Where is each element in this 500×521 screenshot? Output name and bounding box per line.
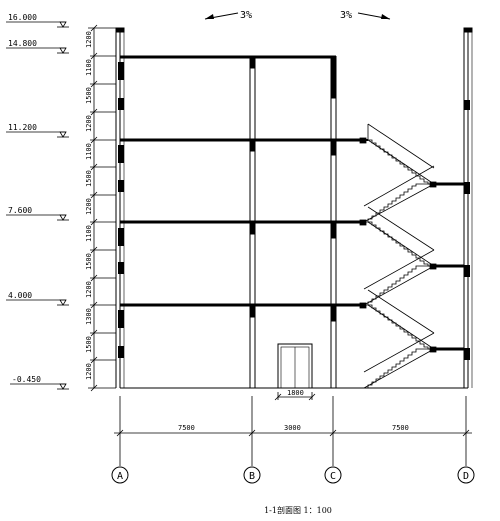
- svg-text:1200: 1200: [85, 363, 93, 380]
- door: [277, 343, 313, 389]
- svg-text:1200: 1200: [85, 31, 93, 48]
- horizontal-dimension-chain: [114, 396, 472, 466]
- svg-text:1200: 1200: [85, 115, 93, 132]
- svg-text:1100: 1100: [85, 143, 93, 160]
- stair-flight-upper: [362, 123, 435, 185]
- elevation-16000: 16.000: [6, 13, 69, 28]
- svg-text:1500: 1500: [85, 253, 93, 270]
- svg-text:7500: 7500: [178, 424, 195, 432]
- svg-text:7.600: 7.600: [8, 206, 32, 215]
- roof-slope-right: 3%: [340, 10, 391, 21]
- building-section: [115, 27, 473, 389]
- svg-text:1100: 1100: [85, 59, 93, 76]
- roof-slope-left: 3%: [204, 10, 252, 21]
- svg-text:1300: 1300: [85, 308, 93, 325]
- svg-text:D: D: [463, 471, 469, 482]
- vertical-dimension-labels: 1200 1100 1500 1200 1100 1500 1200 1100 …: [85, 31, 93, 380]
- axis-bubble-c: C: [324, 466, 342, 484]
- horizontal-dimension-labels: 7500 3000 7500: [178, 424, 409, 432]
- svg-text:16.000: 16.000: [8, 13, 37, 22]
- svg-text:1200: 1200: [85, 198, 93, 215]
- door-dimension-label: 1800: [287, 389, 304, 397]
- svg-text:11.200: 11.200: [8, 123, 37, 132]
- axis-bubble-d: D: [457, 466, 475, 484]
- axis-bubble-b: B: [243, 466, 261, 484]
- elevation-minus0450: -0.450: [10, 375, 69, 390]
- stair-flights: [336, 123, 464, 389]
- svg-text:3%: 3%: [240, 10, 252, 21]
- svg-text:1500: 1500: [85, 170, 93, 187]
- svg-text:4.000: 4.000: [8, 291, 32, 300]
- svg-text:1500: 1500: [85, 87, 93, 104]
- elevation-11200: 11.200: [6, 123, 69, 138]
- svg-text:1500: 1500: [85, 336, 93, 353]
- stair-flight-1: [363, 332, 435, 389]
- vertical-dimension-chain: [88, 24, 116, 392]
- svg-text:-0.450: -0.450: [12, 375, 41, 384]
- axis-bubble-a: A: [111, 466, 129, 484]
- svg-text:A: A: [117, 471, 123, 482]
- stair-flight-3a: [367, 206, 435, 267]
- drawing-title: 1-1剖面图 1：100: [264, 505, 332, 515]
- axis-bubbles: A B C D: [111, 466, 475, 484]
- svg-text:3000: 3000: [284, 424, 301, 432]
- svg-text:1100: 1100: [85, 225, 93, 242]
- svg-text:3%: 3%: [340, 10, 352, 21]
- svg-text:1200: 1200: [85, 281, 93, 298]
- stair-flight-3b: [363, 165, 435, 223]
- svg-text:14.800: 14.800: [8, 39, 37, 48]
- stair-flight-2b: [363, 249, 435, 306]
- svg-text:7500: 7500: [392, 424, 409, 432]
- svg-text:B: B: [249, 471, 255, 482]
- elevation-7600: 7.600: [6, 206, 69, 221]
- elevation-14800: 14.800: [6, 39, 69, 54]
- elevation-markers: 16.000 14.800 11.200 7.600 4.000: [6, 13, 69, 390]
- stair-flight-2a: [367, 289, 435, 350]
- svg-text:C: C: [330, 471, 336, 482]
- elevation-4000: 4.000: [6, 291, 69, 306]
- door-dimension: [274, 392, 316, 401]
- wall-axis-d: [463, 27, 473, 388]
- wall-axis-a: [115, 27, 125, 388]
